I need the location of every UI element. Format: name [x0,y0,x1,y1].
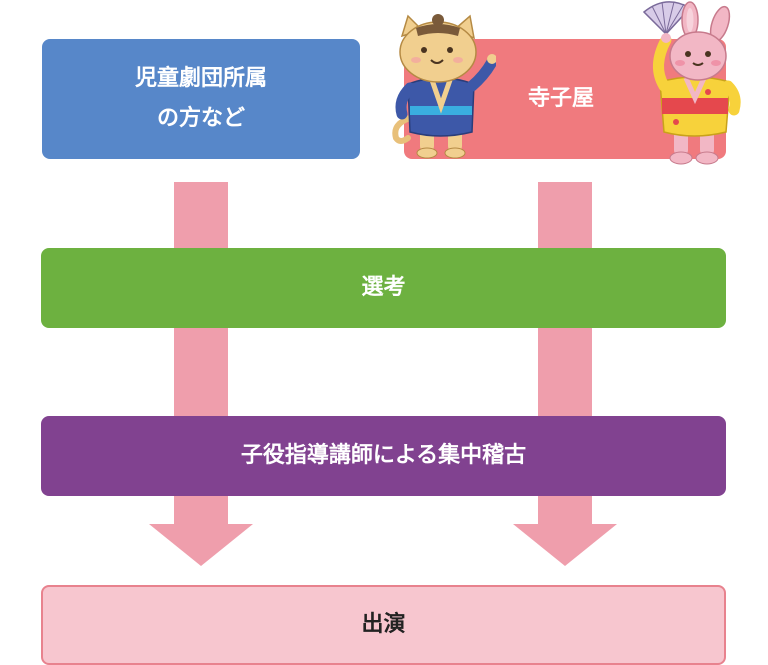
cat-in-yukata-icon [392,14,496,159]
children-theater-label-line1: 児童劇団所属 [134,66,267,91]
intensive-training-label: 子役指導講師による集中稽古 [240,443,527,468]
performance-box: 出演 [41,585,726,665]
rabbit-with-fan-icon [642,1,741,165]
children-theater-label-line2: の方など [156,106,245,131]
selection-box: 選考 [41,248,726,328]
intensive-training-box: 子役指導講師による集中稽古 [41,416,726,496]
left-flow-arrow-head [149,524,253,566]
performance-label: 出演 [361,612,406,637]
selection-label: 選考 [361,275,406,300]
right-flow-arrow-head [513,524,617,566]
children-theater-box: 児童劇団所属 の方など [42,39,360,159]
terakoya-label: 寺子屋 [527,86,594,111]
